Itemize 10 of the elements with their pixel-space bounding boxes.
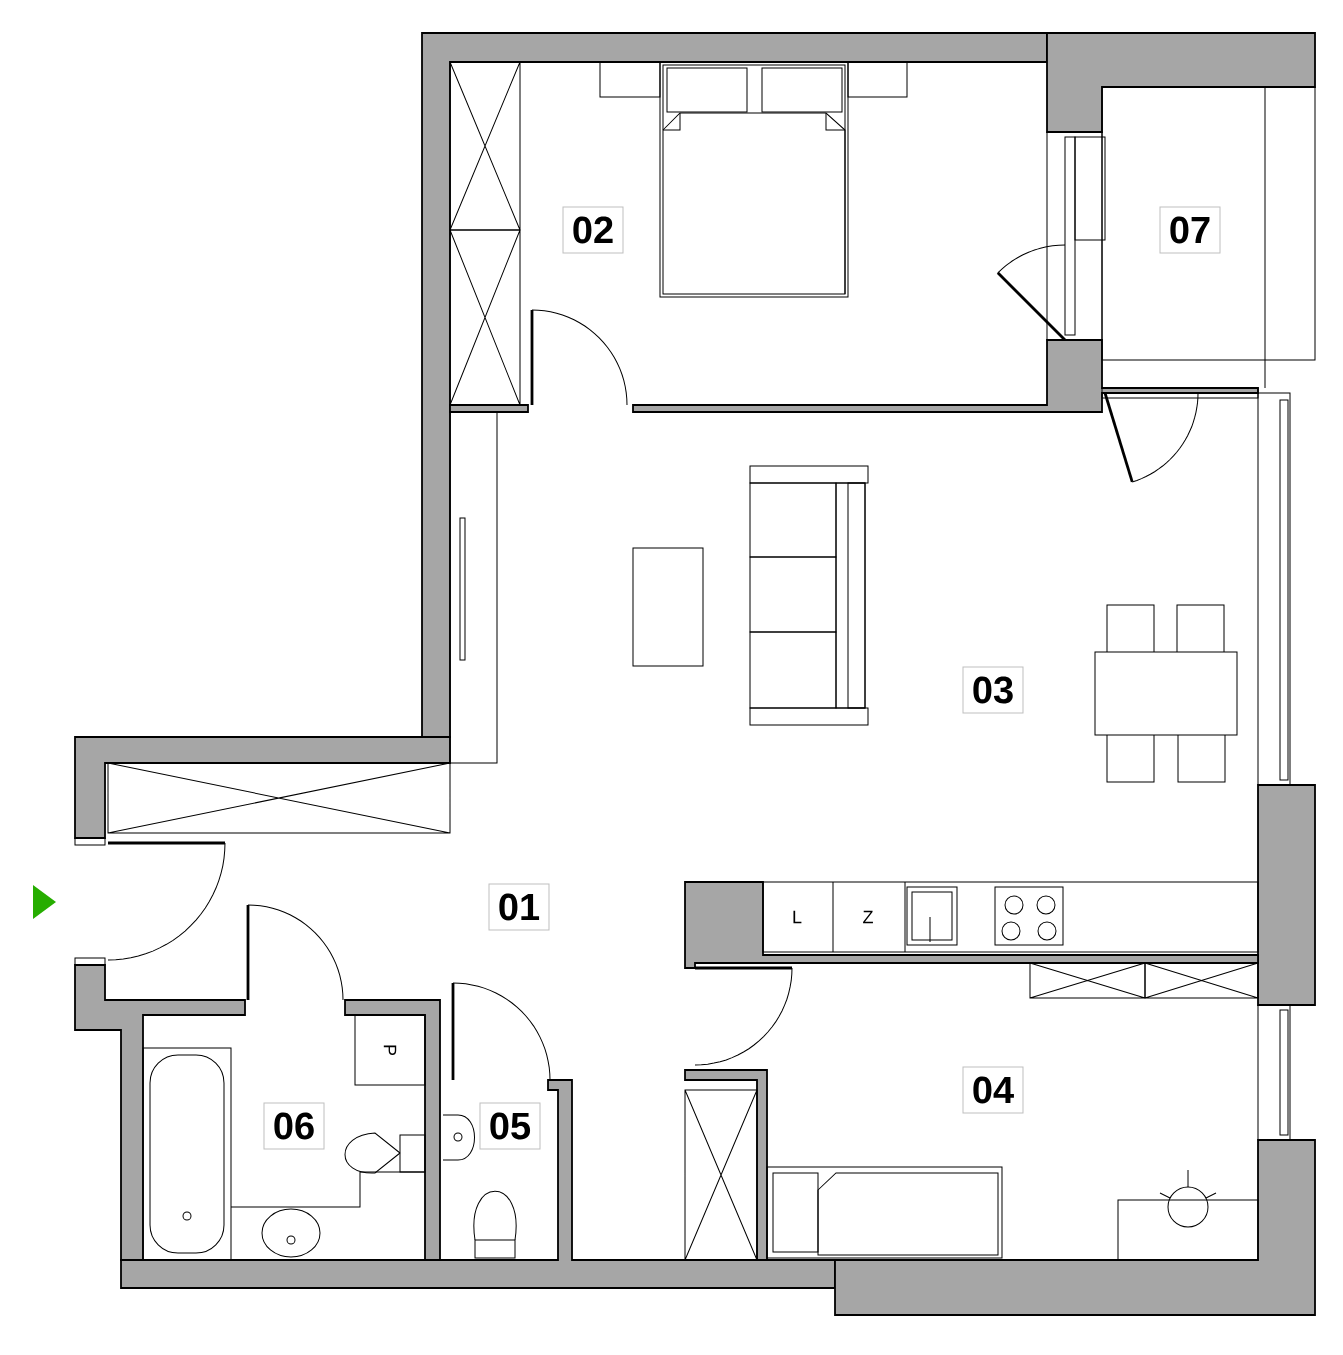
- room-number: 03: [962, 666, 1024, 714]
- room-number: 01: [488, 883, 550, 931]
- room-number: 04: [962, 1066, 1024, 1114]
- cabinet-letter: L: [793, 910, 802, 924]
- cabinet-letter: P: [383, 1045, 397, 1056]
- room-number: 05: [479, 1102, 541, 1150]
- room-number: 07: [1159, 206, 1221, 254]
- room-number: 02: [562, 206, 624, 254]
- cabinet-letter: Z: [863, 910, 873, 924]
- room-number: 06: [263, 1102, 325, 1150]
